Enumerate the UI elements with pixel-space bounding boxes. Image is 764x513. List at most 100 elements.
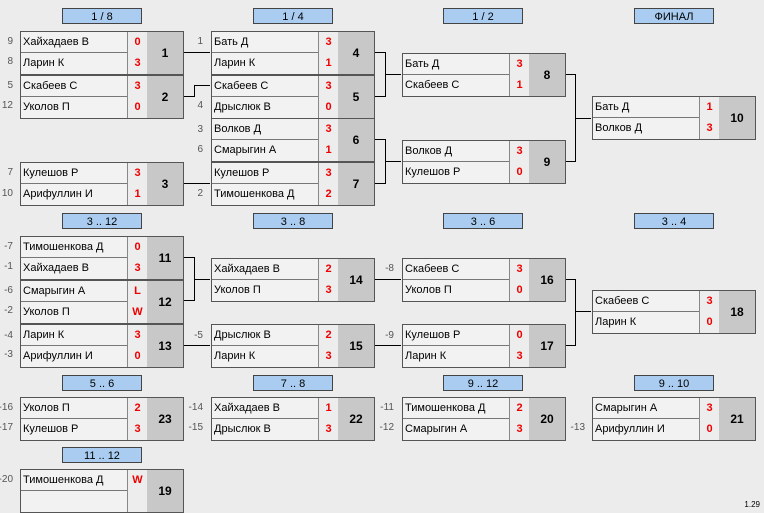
player-score: 0	[127, 237, 147, 258]
player-name: Ларин К	[405, 350, 447, 362]
match-number: 15	[349, 339, 363, 353]
seed-label: 2	[197, 188, 203, 199]
round-header-3-4: 3 .. 4	[634, 213, 714, 229]
match-number: 17	[540, 339, 554, 353]
seed-label: 8	[7, 56, 13, 67]
player-name: Смарыгин А	[595, 402, 658, 414]
player-score: 3	[699, 118, 719, 139]
player-name: Смарыгин А	[405, 423, 468, 435]
player-score: 0	[127, 346, 147, 367]
player-score: 0	[699, 312, 719, 333]
connector-line	[565, 345, 575, 346]
connector-line	[184, 52, 210, 53]
connector-line	[184, 183, 210, 184]
player-score: 0	[127, 32, 147, 53]
round-header-5-6: 5 .. 6	[62, 375, 142, 391]
player-name: Скабеев С	[23, 80, 78, 92]
player-score: 3	[699, 291, 719, 312]
round-header-9-12: 9 .. 12	[443, 375, 523, 391]
connector-line	[194, 279, 210, 280]
connector-line	[194, 85, 210, 86]
player-name: Уколов П	[23, 402, 70, 414]
connector-line	[385, 161, 401, 162]
match-number: 10	[730, 111, 744, 125]
seed-label: 10	[1, 188, 13, 199]
player-name: Ларин К	[214, 350, 256, 362]
player-name: Уколов П	[23, 306, 70, 318]
player-name: Хайхадаев В	[214, 263, 280, 275]
player-score: 3	[127, 419, 147, 440]
connector-line	[375, 96, 385, 97]
round-header-9-10: 9 .. 10	[634, 375, 714, 391]
player-score: 3	[127, 53, 147, 74]
connector-line	[575, 279, 576, 346]
player-name: Уколов П	[214, 284, 261, 296]
seed-label: -2	[4, 305, 13, 316]
seed-label: -4	[4, 330, 13, 341]
match-number: 22	[349, 412, 363, 426]
connector-line	[375, 52, 385, 53]
player-score: 3	[318, 280, 338, 301]
round-header-1-8: 1 / 8	[62, 8, 142, 24]
connector-line	[184, 257, 194, 258]
player-score: W	[127, 302, 147, 323]
match-number: 16	[540, 273, 554, 287]
player-score: 0	[318, 97, 338, 118]
match-number: 18	[730, 305, 744, 319]
player-name: Волков Д	[405, 145, 453, 157]
player-name: Уколов П	[23, 101, 70, 113]
player-name: Арифуллин И	[23, 188, 93, 200]
player-name: Смарыгин А	[23, 285, 86, 297]
seed-label: -8	[385, 263, 394, 274]
seed-label: 4	[197, 100, 203, 111]
player-score: 3	[318, 119, 338, 140]
match-number: 13	[158, 339, 172, 353]
seed-label: 12	[1, 100, 13, 111]
seed-label: -20	[0, 474, 13, 485]
player-score: 0	[699, 419, 719, 440]
connector-line	[194, 85, 195, 97]
round-header-3-8: 3 .. 8	[253, 213, 333, 229]
player-name: Уколов П	[405, 284, 452, 296]
seed-label: -1	[4, 261, 13, 272]
connector-line	[385, 74, 401, 75]
player-score: 3	[127, 325, 147, 346]
player-score: 0	[509, 280, 529, 301]
player-score: 1	[318, 398, 338, 419]
